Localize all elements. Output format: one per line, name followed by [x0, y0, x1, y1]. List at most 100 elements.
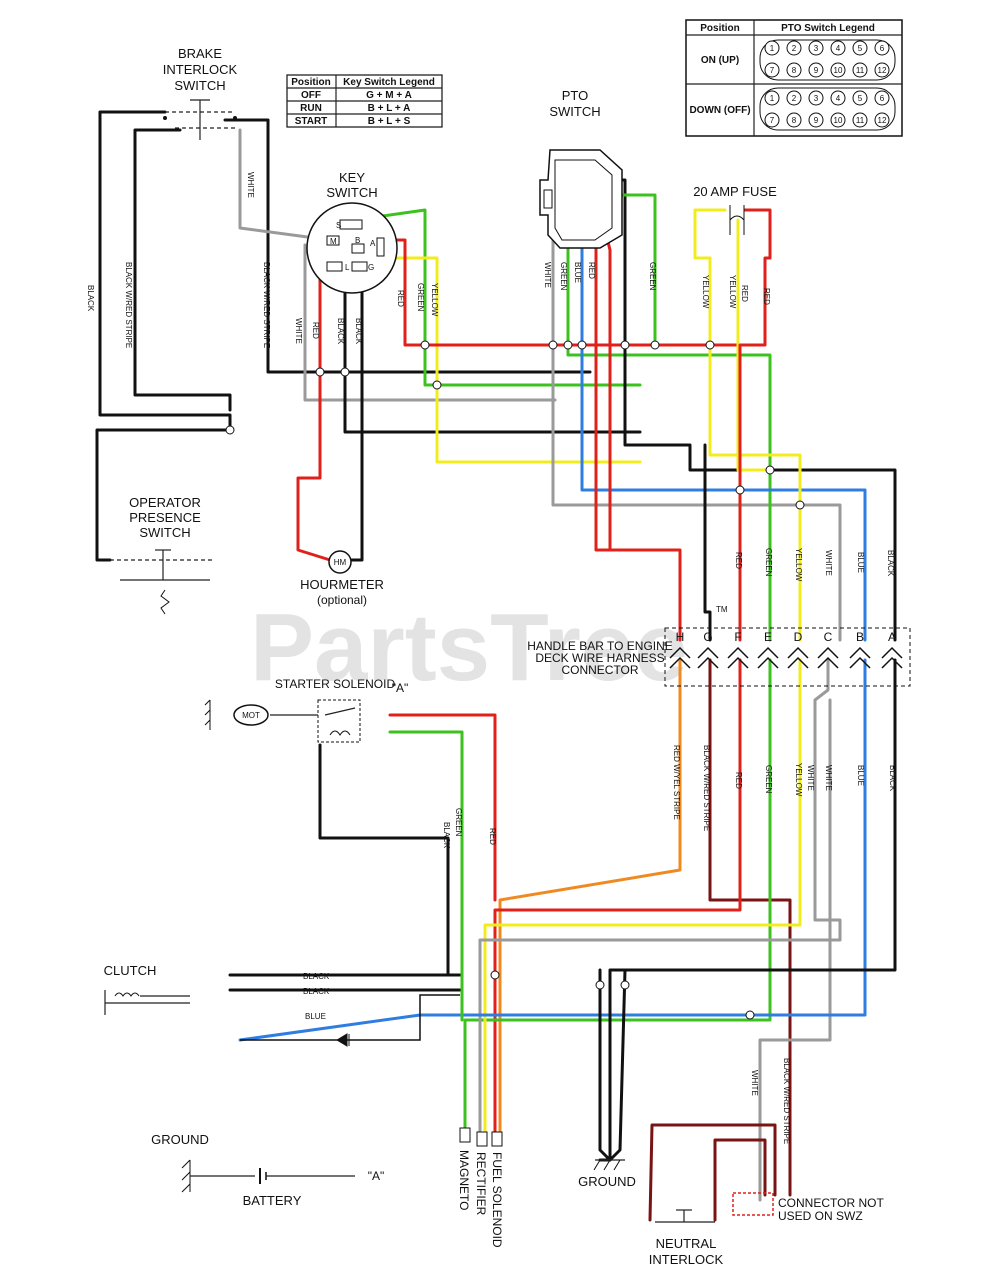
wire-label: BLUE — [573, 262, 582, 283]
legend-row-position: START — [295, 116, 328, 127]
connector-note-2: USED ON SWZ — [778, 1209, 863, 1223]
wire-label: BLACK — [86, 285, 95, 312]
hourmeter: HM HOURMETER (optional) — [300, 550, 384, 607]
pto-pin — [874, 112, 890, 128]
pto-label-2: SWITCH — [549, 104, 600, 119]
wire-label: RED — [396, 290, 405, 307]
watermark-tm: TM — [716, 605, 728, 614]
key-terminal: G — [368, 263, 374, 272]
key-terminal: M — [330, 237, 337, 246]
pto-pin — [786, 62, 802, 78]
wire-label: YELLOW — [728, 275, 737, 309]
hourmeter-optional: (optional) — [317, 593, 367, 607]
pto-pin-number: 10 — [834, 66, 843, 75]
pto-pin — [852, 40, 868, 56]
pto-pin-number: 11 — [856, 66, 865, 75]
connector-pin-letter: H — [676, 630, 685, 644]
connector-pin-letter: G — [703, 630, 712, 644]
legend-row-position: RUN — [300, 103, 322, 114]
pto-pin-number: 4 — [836, 44, 841, 53]
wire-label: RED — [762, 288, 771, 305]
legend-header-position: Position — [291, 77, 330, 88]
key-switch-legend: Position Key Switch Legend OFF G + M + A… — [286, 74, 443, 128]
connector-pin-letter: A — [888, 630, 896, 644]
connector-pin-letter: C — [824, 630, 833, 644]
legend-row-value: G + M + A — [366, 90, 412, 101]
pto-label-1: PTO — [562, 88, 589, 103]
pto-pin — [852, 112, 868, 128]
wire-labels: WHITE BLACK BLACK W/RED STRIPE BLACK W/R… — [86, 172, 897, 1144]
solenoid-a: "A" — [392, 681, 409, 695]
pto-pin — [830, 62, 846, 78]
clutch-label: CLUTCH — [104, 963, 157, 978]
connector-pin-chevron — [881, 646, 903, 669]
pto-pin-number: 8 — [792, 116, 797, 125]
pto-legend-position: DOWN (OFF) — [689, 105, 750, 116]
battery-a: "A" — [368, 1169, 385, 1183]
wire-label: YELLOW — [794, 548, 803, 582]
wire-label: BLACK — [303, 987, 330, 996]
pto-pin-number: 4 — [836, 94, 841, 103]
wire-label: BLACK W/RED STRIPE — [782, 1058, 791, 1144]
key-terminal: L — [345, 263, 350, 272]
ground-center: GROUND — [578, 1159, 636, 1189]
connector-pin-chevron — [697, 646, 719, 669]
key-switch-label-1: KEY — [339, 170, 365, 185]
legend-row-value: B + L + S — [368, 116, 411, 127]
battery-label: BATTERY — [243, 1193, 302, 1208]
pto-switch: PTO SWITCH — [539, 88, 623, 249]
wire-label: RED — [311, 322, 320, 339]
pto-pin — [764, 112, 780, 128]
ops-label-2: PRESENCE — [129, 510, 201, 525]
connector-pin-chevron — [727, 646, 749, 669]
wire-label: BLACK — [354, 318, 363, 345]
wire-label: GREEN — [648, 262, 657, 291]
pto-pin-number: 1 — [770, 44, 775, 53]
pto-pin — [764, 40, 780, 56]
pto-pin — [786, 40, 802, 56]
pto-pin-number: 3 — [814, 44, 819, 53]
pto-pin-number: 2 — [792, 44, 797, 53]
wire-label: RED — [587, 262, 596, 279]
wire-label: GREEN — [559, 262, 568, 291]
wire-label: WHITE — [543, 262, 552, 288]
pto-pin-number: 11 — [856, 116, 865, 125]
pto-pin — [852, 62, 868, 78]
pto-pin-number: 9 — [814, 116, 819, 125]
watermark: PartsTree — [250, 594, 688, 701]
wire-label: BLACK W/RED STRIPE — [124, 262, 133, 348]
harness-connector: HANDLE BAR TO ENGINE DECK WIRE HARNESS C… — [527, 627, 911, 687]
pto-pin — [830, 40, 846, 56]
pto-pin — [874, 40, 890, 56]
pto-pin — [852, 90, 868, 106]
wire-label: RED — [734, 772, 743, 789]
connector-pin-chevron — [849, 646, 871, 669]
wire-label: WHITE — [806, 765, 815, 791]
pto-pin — [808, 112, 824, 128]
wire-label: RED — [734, 552, 743, 569]
pto-pin-number: 6 — [880, 94, 885, 103]
pto-pin — [830, 112, 846, 128]
wire-label: WHITE — [750, 1070, 759, 1096]
wire-label: WHITE — [246, 172, 255, 198]
wire-label: BLACK W/RED STRIPE — [702, 745, 711, 831]
motor-label: MOT — [242, 711, 260, 720]
pto-pin-number: 10 — [834, 116, 843, 125]
engine-connectors: MAGNETO RECTIFIER FUEL SOLENOID — [457, 1127, 504, 1248]
pto-pin — [764, 62, 780, 78]
legend-header-key: Key Switch Legend — [343, 77, 435, 88]
neutral-label-1: NEUTRAL — [656, 1236, 717, 1251]
ops-label-3: SWITCH — [139, 525, 190, 540]
wire-label: BLACK W/RED STRIPE — [262, 262, 271, 348]
connector-label-1: HANDLE BAR TO ENGINE — [527, 639, 673, 653]
pto-switch-legend: Position PTO Switch Legend ON (UP) DOWN … — [685, 19, 903, 137]
fuel-solenoid-label: FUEL SOLENOID — [490, 1152, 504, 1248]
wire-label: RED W/YEL STRIPE — [672, 745, 681, 820]
pto-pin-number: 12 — [878, 116, 887, 125]
connector-pin-letter: F — [734, 630, 741, 644]
connector-pin-letter: E — [764, 630, 772, 644]
ground-battery: GROUND "A" BATTERY — [151, 1132, 384, 1208]
